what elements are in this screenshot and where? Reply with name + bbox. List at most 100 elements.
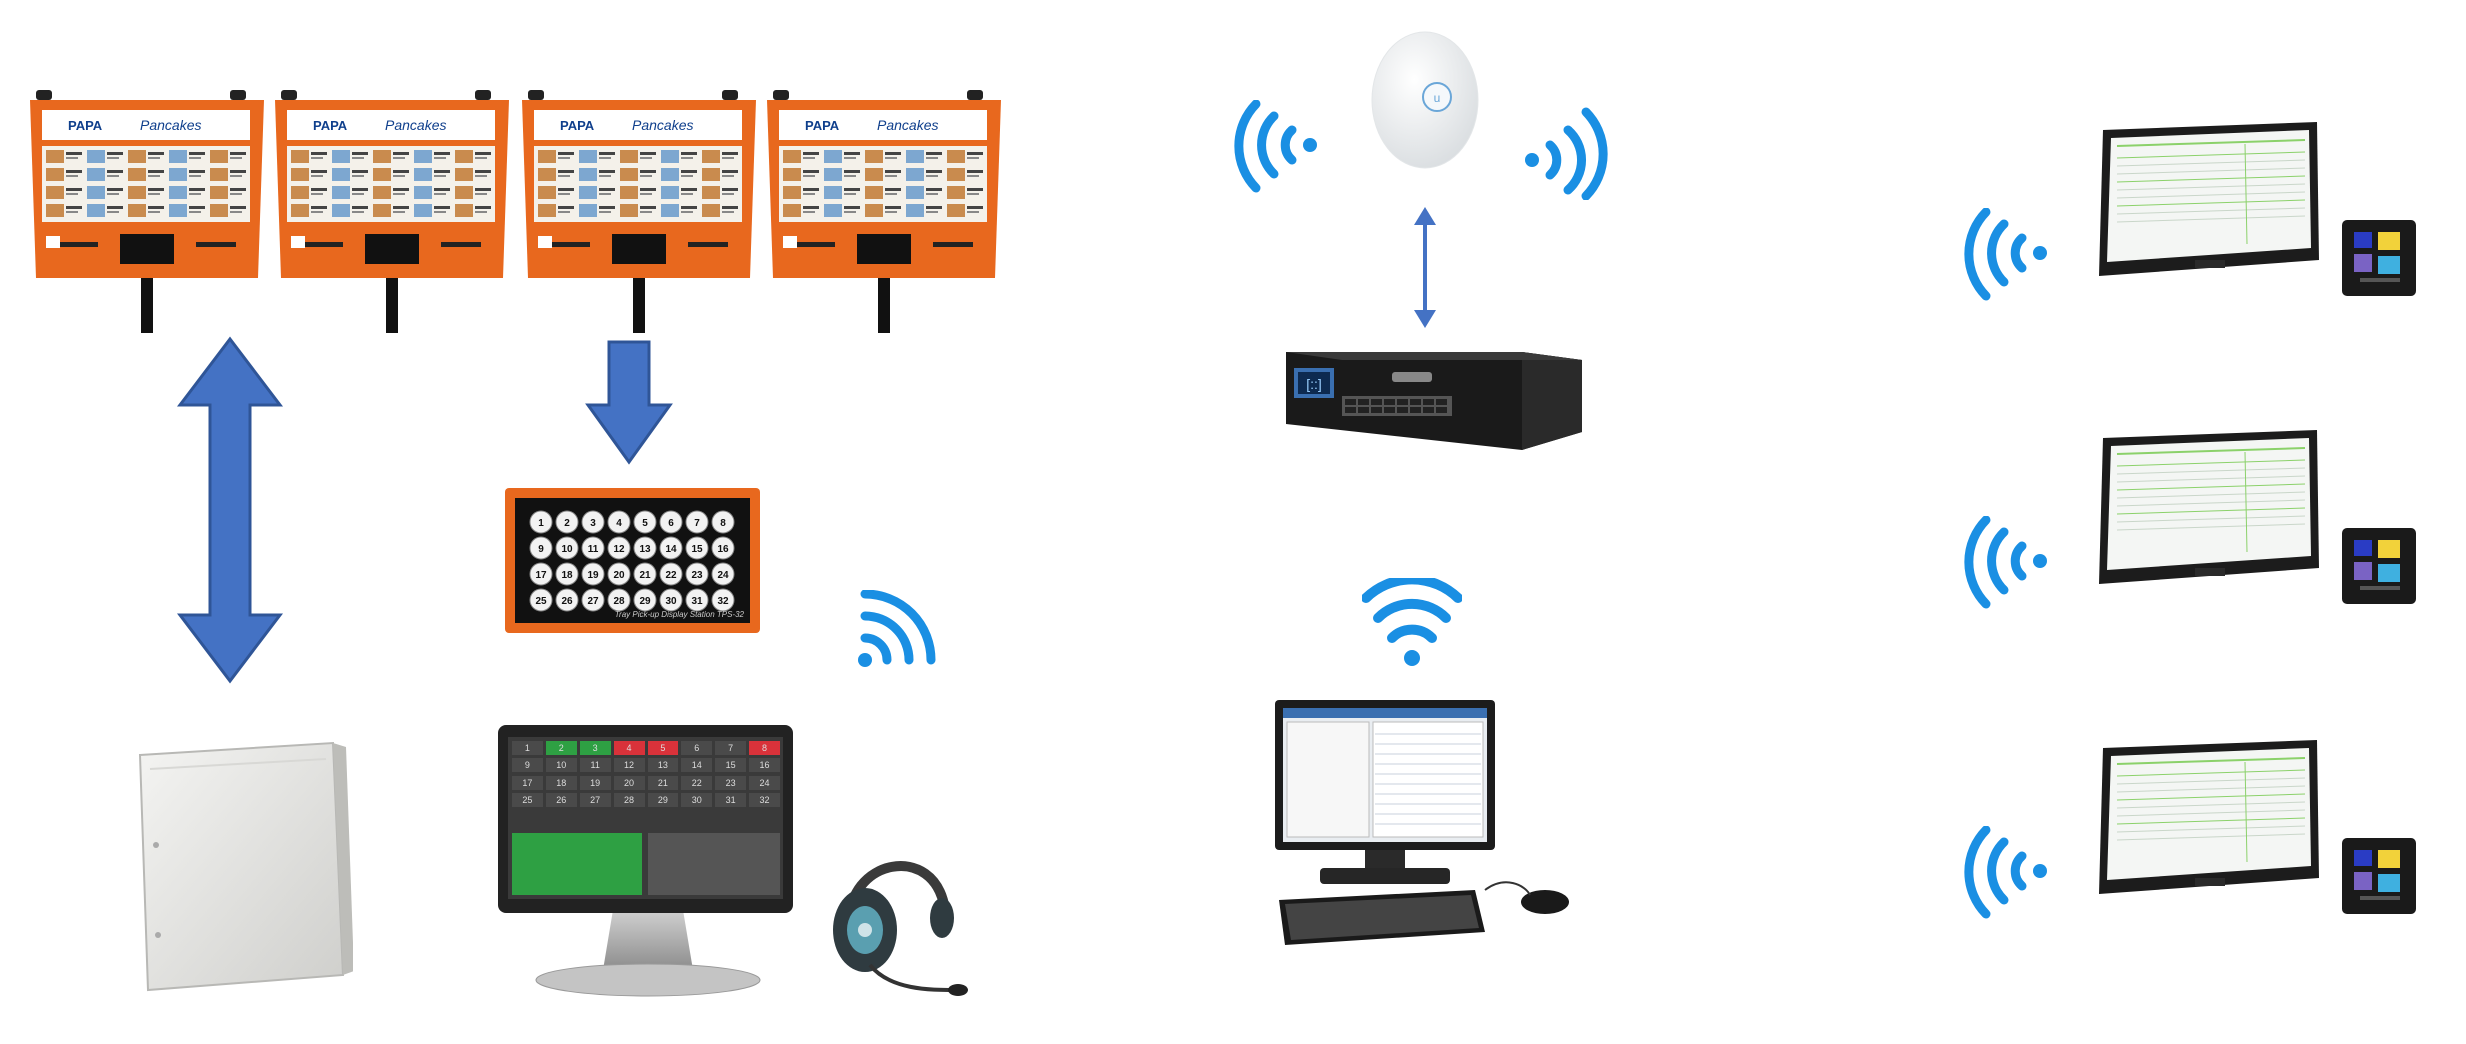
pos-tile[interactable]: 2	[545, 741, 577, 755]
svg-text:15: 15	[691, 544, 703, 555]
pos-tile[interactable]: 5	[647, 741, 679, 755]
tray-number: 19	[581, 562, 605, 586]
svg-text:10: 10	[561, 544, 573, 555]
svg-text:18: 18	[561, 570, 573, 581]
pos-tile[interactable]: 23	[715, 775, 747, 790]
svg-text:u: u	[1434, 91, 1441, 105]
pos-tile[interactable]: 22	[681, 775, 713, 790]
tray-number: 24	[711, 562, 735, 586]
pos-tile[interactable]: 13	[647, 758, 679, 773]
tray-number: 27	[581, 588, 605, 612]
pos-tile[interactable]: 21	[647, 775, 679, 790]
bump-bar-icon	[2342, 838, 2416, 914]
pos-tile[interactable]: 9	[512, 758, 543, 773]
svg-text:22: 22	[665, 570, 677, 581]
menu-board-graphic: PAPA Pancakes	[30, 90, 264, 333]
kitchen-display-monitor-icon	[2099, 122, 2319, 276]
tray-number: 11	[581, 536, 605, 560]
bump-bar-icon	[2342, 528, 2416, 604]
pos-tile[interactable]: 1	[512, 741, 543, 755]
wifi-signal-icon	[1964, 826, 2047, 919]
svg-text:30: 30	[665, 596, 677, 607]
svg-text:20: 20	[613, 570, 625, 581]
pos-tile[interactable]: 8	[749, 741, 780, 755]
menu-board: PAPA Pancakes	[765, 88, 1005, 333]
pos-tile[interactable]: 17	[512, 775, 543, 790]
tray-number: 2	[555, 510, 579, 534]
pos-tile[interactable]: 6	[681, 741, 713, 755]
svg-text:12: 12	[613, 544, 625, 555]
svg-text:1: 1	[538, 518, 544, 529]
pos-tile[interactable]: 27	[579, 792, 611, 807]
pos-tile[interactable]: 26	[545, 792, 577, 807]
svg-text:[::]: [::]	[1306, 376, 1322, 392]
tray-number: 7	[685, 510, 709, 534]
svg-text:5: 5	[642, 518, 648, 529]
menu-brand-b: Pancakes	[385, 117, 446, 133]
pos-tile[interactable]: 3	[579, 741, 611, 755]
pos-tile[interactable]: 4	[613, 741, 645, 755]
wifi-signal-icon	[1362, 578, 1462, 666]
pos-tile[interactable]: 14	[681, 758, 713, 773]
svg-text:6: 6	[668, 518, 674, 529]
svg-text:32: 32	[717, 596, 729, 607]
pos-action-green[interactable]	[512, 833, 642, 895]
tray-number: 9	[529, 536, 553, 560]
pos-tile[interactable]: 18	[545, 775, 577, 790]
svg-text:29: 29	[639, 596, 651, 607]
pos-tile[interactable]: 15	[715, 758, 747, 773]
tray-display-caption: Tray Pick-up Display Station TPS-32	[614, 610, 744, 619]
svg-text:11: 11	[588, 544, 599, 555]
tray-number: 17	[529, 562, 553, 586]
tray-number: 29	[633, 588, 657, 612]
pos-tile[interactable]: 11	[579, 758, 611, 773]
pos-tile[interactable]: 25	[512, 792, 543, 807]
kitchen-display-monitor-icon	[2099, 740, 2319, 894]
pos-tile[interactable]: 19	[579, 775, 611, 790]
pos-tile[interactable]: 12	[613, 758, 645, 773]
pos-tile[interactable]: 28	[613, 792, 645, 807]
menu-brand-b: Pancakes	[140, 117, 201, 133]
network-switch-icon: [::]	[1286, 352, 1582, 450]
tray-number: 22	[659, 562, 683, 586]
menu-board: PAPA Pancakes	[28, 88, 268, 333]
tray-number: 26	[555, 588, 579, 612]
menu-brand-b: Pancakes	[877, 117, 938, 133]
menu-brand-b: Pancakes	[632, 117, 693, 133]
menu-brand-a: PAPA	[313, 118, 348, 133]
pos-tile[interactable]: 7	[715, 741, 747, 755]
menu-brand-a: PAPA	[68, 118, 103, 133]
pos-tile[interactable]: 16	[749, 758, 780, 773]
menu-brand-a: PAPA	[805, 118, 840, 133]
pos-tile[interactable]: 31	[715, 792, 747, 807]
tray-number: 30	[659, 588, 683, 612]
pos-action-gray[interactable]	[648, 833, 780, 895]
pos-tile[interactable]: 32	[749, 792, 780, 807]
wireless-headset-icon	[833, 861, 968, 996]
bump-bar-icon	[2342, 220, 2416, 296]
pos-tile[interactable]: 29	[647, 792, 679, 807]
tray-number: 14	[659, 536, 683, 560]
wifi-signal-icon	[1964, 516, 2047, 609]
down-arrow	[585, 340, 673, 465]
tray-number: 8	[711, 510, 735, 534]
tray-number: 28	[607, 588, 631, 612]
pos-tile[interactable]: 30	[681, 792, 713, 807]
wifi-signal-icon	[1234, 100, 1317, 193]
pos-tile[interactable]: 20	[613, 775, 645, 790]
svg-text:19: 19	[587, 570, 599, 581]
tray-number: 23	[685, 562, 709, 586]
svg-text:8: 8	[720, 518, 726, 529]
pos-tile[interactable]: 10	[545, 758, 577, 773]
svg-text:3: 3	[590, 518, 596, 529]
svg-text:13: 13	[639, 544, 651, 555]
tray-number: 31	[685, 588, 709, 612]
tray-number: 21	[633, 562, 657, 586]
svg-text:24: 24	[717, 570, 729, 581]
tray-number: 4	[607, 510, 631, 534]
svg-text:28: 28	[613, 596, 625, 607]
wifi-signal-icon	[1525, 107, 1608, 200]
pos-tile[interactable]: 24	[749, 775, 780, 790]
